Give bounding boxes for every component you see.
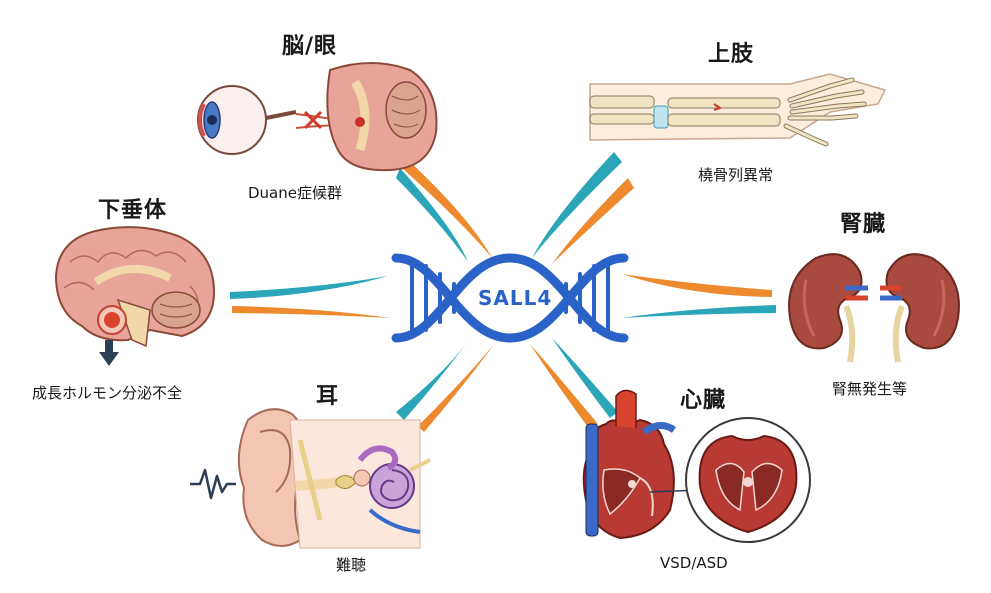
gene-label: SALL4 [478,286,553,310]
ray-lower-left-orange [418,344,494,432]
ray-left-teal [230,276,388,299]
pituitary-caption: 成長ホルモン分泌不全 [32,384,183,402]
ray-upper-right-teal [532,152,622,258]
upper-limb-caption: 橈骨列異常 [698,166,774,184]
ear-title: 耳 [316,384,340,409]
ear-caption: 難聴 [336,556,367,574]
brain-eye-caption: Duane症候群 [248,184,342,202]
pituitary-title: 下垂体 [98,198,168,223]
kidney-caption: 腎無発生等 [832,380,908,398]
ray-lower-left-teal [396,338,470,420]
sound-wave-icon [190,468,236,500]
brain-pituitary-illustration [54,226,216,348]
kidneys-illustration [788,253,960,363]
rays [230,152,776,432]
heart-caption: VSD/ASD [660,554,728,572]
eye-brain-illustration [197,62,438,172]
ray-upper-right-orange [552,178,634,264]
arm-bones-illustration [589,73,887,147]
dna-helix-icon [391,253,629,343]
heart-illustration [582,389,811,543]
heart-title: 心臓 [680,388,727,413]
brain-eye-title: 脳/眼 [282,34,338,59]
kidney-title: 腎臓 [840,212,887,237]
upper-limb-title: 上肢 [708,42,755,67]
ray-left-orange [232,306,390,318]
ray-upper-left-teal [396,168,468,262]
ear-anatomy-illustration [237,408,431,549]
ray-right-teal [622,305,776,318]
ray-lower-right-teal [552,338,618,418]
ray-upper-left-orange [402,160,492,258]
down-arrow-icon [99,340,119,366]
ray-right-orange [622,274,772,297]
ray-lower-right-orange [530,344,598,430]
